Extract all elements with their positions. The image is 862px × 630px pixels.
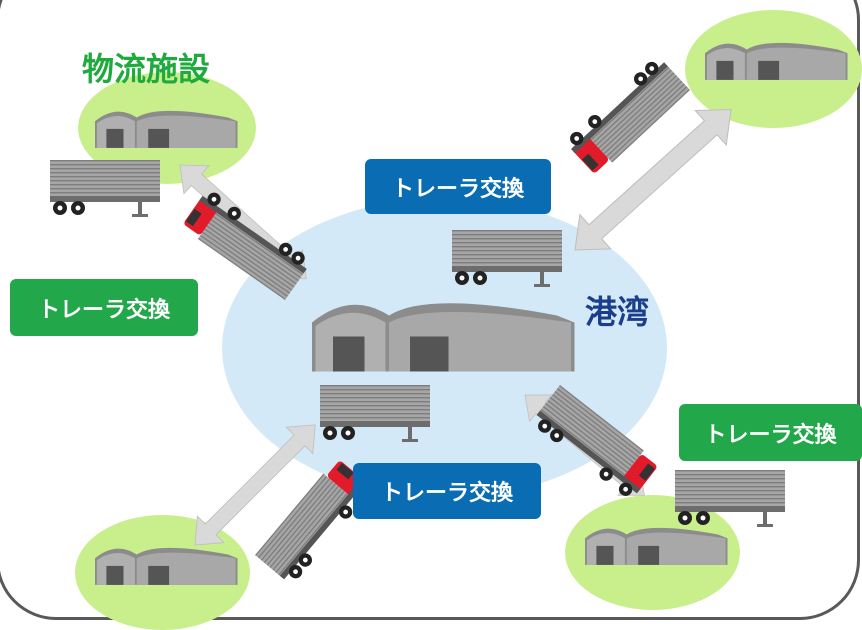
trailer-harbor-upper: [452, 230, 562, 287]
facility-title: 物流施設: [82, 50, 211, 88]
warehouse-bottom-left: [95, 547, 238, 585]
exchange-label-top-right: トレーラ交換: [365, 159, 551, 214]
trailer-bottom-right: [675, 470, 785, 527]
truck-bottom-right: [530, 385, 661, 502]
exchange-label-right: トレーラ交換: [679, 404, 862, 461]
warehouse-top-left: [95, 110, 238, 148]
harbor-title: 港湾: [585, 293, 650, 331]
trailer-left: [50, 160, 160, 217]
exchange-label-bottom-center: トレーラ交換: [353, 463, 541, 519]
trailer-harbor-lower: [320, 385, 430, 442]
harbor-warehouse: [312, 303, 575, 372]
truck-top-left: [180, 187, 313, 300]
warehouse-bottom-right: [585, 527, 728, 565]
exchange-label-left: トレーラ交換: [10, 279, 198, 336]
warehouse-top-right: [705, 42, 848, 80]
